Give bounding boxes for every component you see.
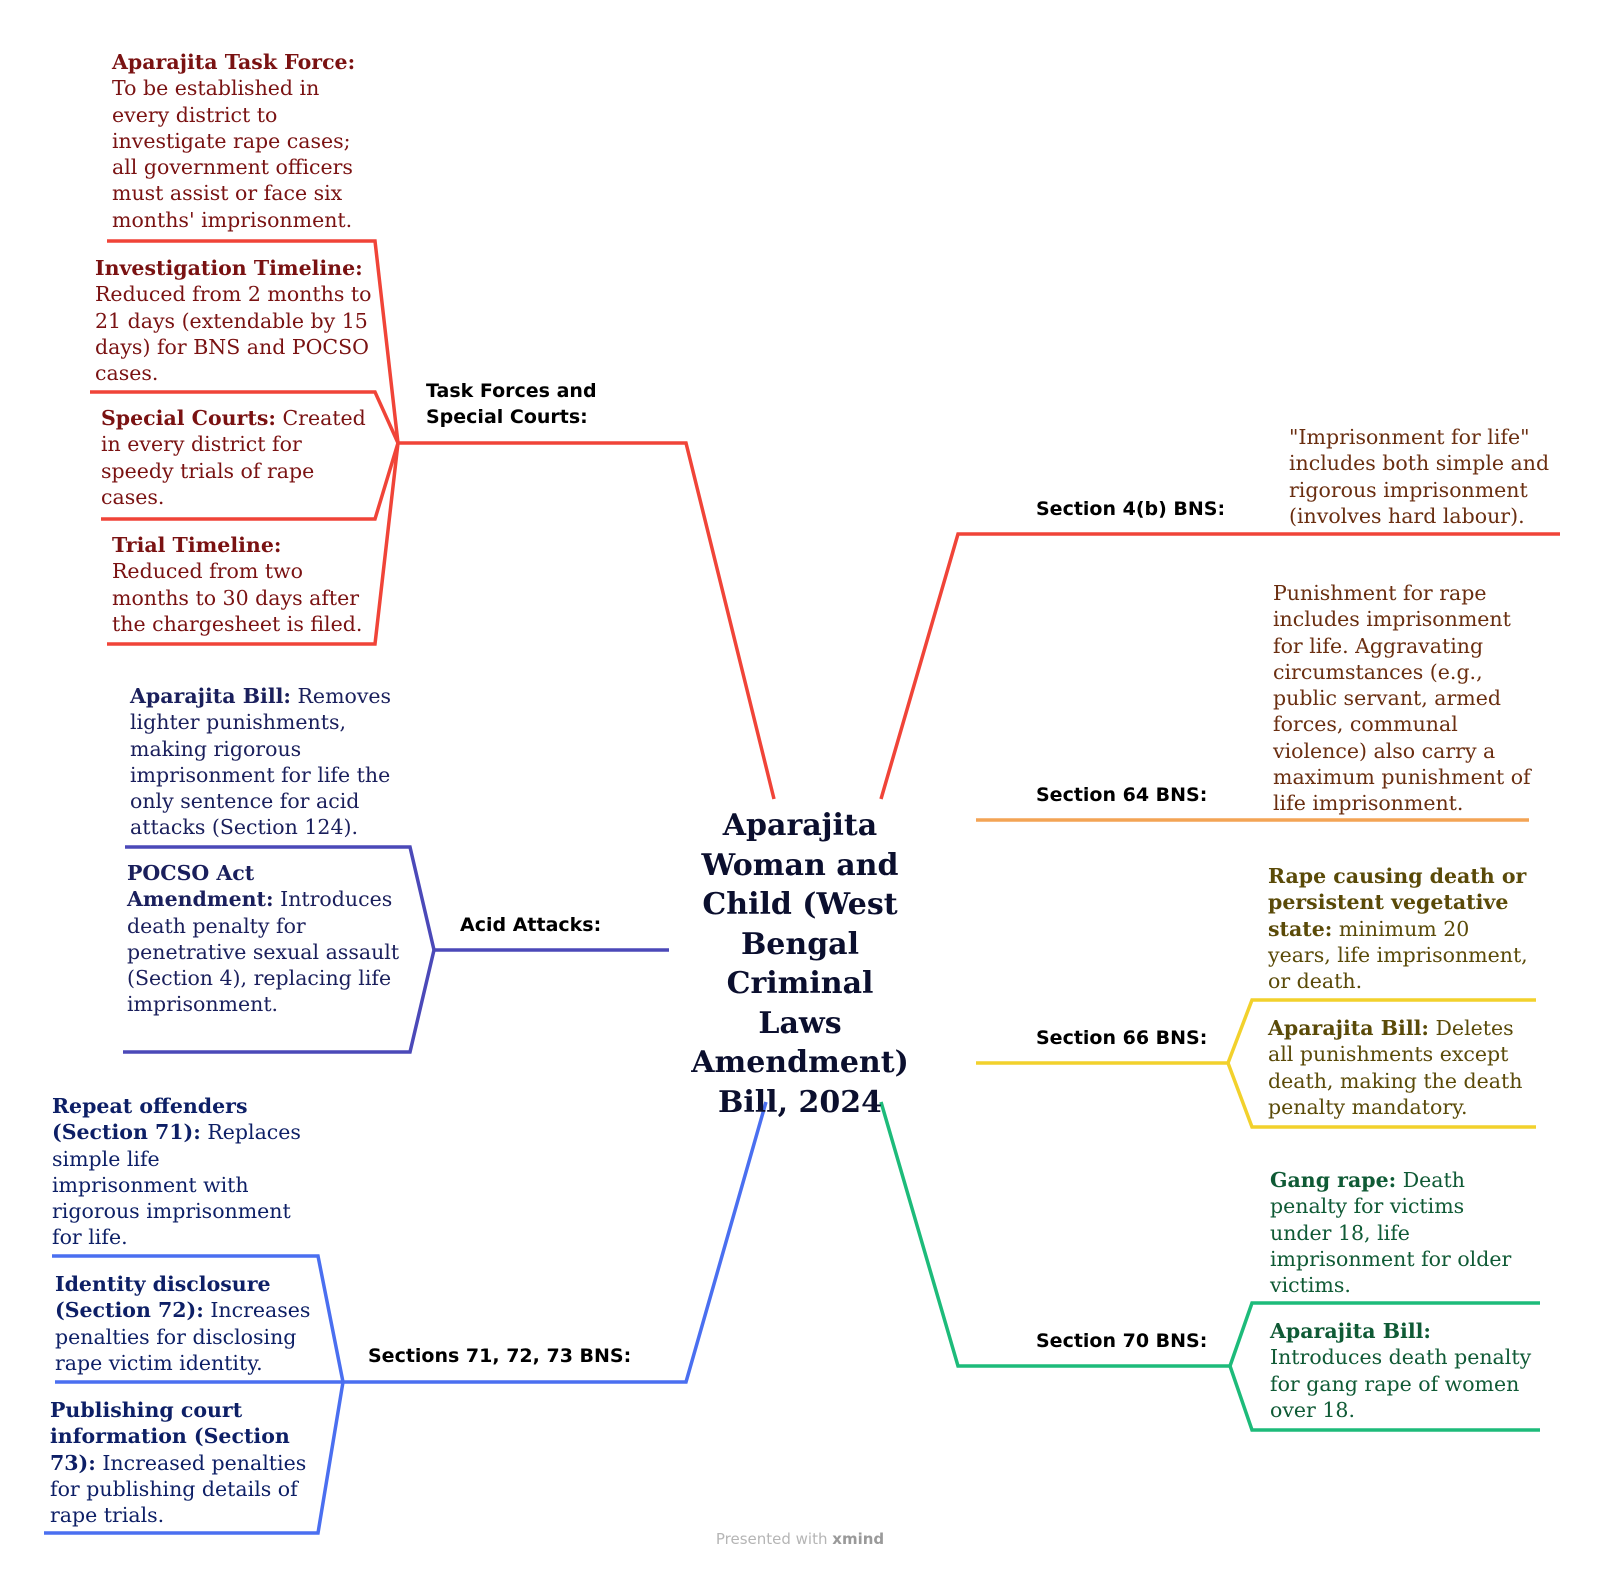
leaf-title: Rape causing death or persistent vegetat… bbox=[1268, 864, 1527, 941]
leaf-text: Introduces death penalty for gang rape o… bbox=[1270, 1345, 1532, 1422]
section-4b-connector bbox=[879, 532, 1560, 800]
leaf-text: Removes lighter punishments, making rigo… bbox=[130, 684, 392, 840]
acid-attacks-connectors bbox=[123, 845, 669, 1054]
leaf-title: Repeat offenders (Section 71): bbox=[52, 1094, 248, 1145]
leaf-text: Reduced from two months to 30 days after… bbox=[112, 559, 363, 636]
leaf-aparajita-bill-acid[interactable]: Aparajita Bill: Removes lighter punishme… bbox=[130, 683, 408, 841]
leaf-publishing-court-info[interactable]: Publishing court information (Section 73… bbox=[50, 1397, 312, 1528]
leaf-title: POCSO Act Amendment: bbox=[127, 861, 274, 912]
leaf-trial-timeline[interactable]: Trial Timeline: Reduced from two months … bbox=[112, 532, 374, 637]
section-66-connectors bbox=[976, 998, 1536, 1129]
leaf-title: Publishing court information (Section 73… bbox=[50, 1398, 290, 1475]
leaf-text: To be established in every district to i… bbox=[112, 76, 353, 232]
leaf-title: Special Courts: bbox=[101, 406, 276, 430]
leaf-text: "Imprisonment for life" includes both si… bbox=[1289, 425, 1550, 528]
leaf-special-courts[interactable]: Special Courts: Created in every distric… bbox=[101, 405, 369, 510]
subtopic-section-64[interactable]: Section 64 BNS: bbox=[1036, 784, 1208, 806]
leaf-text: Created in every district for speedy tri… bbox=[101, 406, 366, 509]
leaf-title: Aparajita Bill: bbox=[1270, 1319, 1431, 1343]
leaf-text: Replaces simple life imprisonment with r… bbox=[52, 1120, 301, 1250]
section-70-connectors bbox=[879, 1101, 1540, 1432]
footer-watermark: Presented with xmind bbox=[0, 1530, 1600, 1548]
central-topic[interactable]: Aparajita Woman and Child (West Bengal C… bbox=[691, 808, 909, 1120]
leaf-text: minimum 20 years, life imprisonment, or … bbox=[1268, 916, 1528, 994]
subtopic-acid-attacks[interactable]: Acid Attacks: bbox=[460, 914, 602, 936]
leaf-repeat-offenders[interactable]: Repeat offenders (Section 71): Replaces … bbox=[52, 1093, 308, 1251]
footer-prefix: Presented with bbox=[715, 1530, 828, 1548]
subtopic-task-forces[interactable]: Task Forces and Special Courts: bbox=[426, 380, 597, 428]
leaf-text: Punishment for rape includes imprisonmen… bbox=[1273, 581, 1531, 816]
leaf-investigation-timeline[interactable]: Investigation Timeline: Reduced from 2 m… bbox=[95, 255, 375, 386]
leaf-rape-causing-death[interactable]: Rape causing death or persistent vegetat… bbox=[1268, 863, 1536, 994]
footer-brand: xmind bbox=[832, 1530, 885, 1548]
leaf-title: Aparajita Bill: bbox=[130, 684, 291, 708]
sections-71-73-connectors bbox=[44, 1101, 768, 1535]
leaf-text: Increased penalties for publishing detai… bbox=[50, 1450, 307, 1528]
leaf-title: Aparajita Task Force: bbox=[112, 50, 356, 74]
leaf-pocso-amendment[interactable]: POCSO Act Amendment: Introduces death pe… bbox=[127, 860, 402, 1018]
leaf-title: Investigation Timeline: bbox=[95, 256, 363, 280]
leaf-gang-rape[interactable]: Gang rape: Death penalty for victims und… bbox=[1270, 1167, 1532, 1298]
leaf-aparajita-bill-70[interactable]: Aparajita Bill: Introduces death penalty… bbox=[1270, 1318, 1542, 1423]
leaf-section-4b[interactable]: "Imprisonment for life" includes both si… bbox=[1289, 424, 1559, 529]
leaf-text: Increases penalties for disclosing rape … bbox=[55, 1298, 311, 1375]
subtopic-section-70[interactable]: Section 70 BNS: bbox=[1036, 1330, 1208, 1352]
subtopic-section-4b[interactable]: Section 4(b) BNS: bbox=[1036, 498, 1226, 520]
leaf-section-64[interactable]: Punishment for rape includes imprisonmen… bbox=[1273, 580, 1535, 817]
leaf-title: Aparajita Bill: bbox=[1268, 1016, 1429, 1040]
subtopic-sections-71-73[interactable]: Sections 71, 72, 73 BNS: bbox=[368, 1345, 632, 1367]
subtopic-section-66[interactable]: Section 66 BNS: bbox=[1036, 1027, 1208, 1049]
leaf-aparajita-task-force[interactable]: Aparajita Task Force: To be established … bbox=[112, 49, 377, 233]
leaf-text: Reduced from 2 months to 21 days (extend… bbox=[95, 282, 372, 386]
task-forces-connectors bbox=[90, 239, 776, 800]
leaf-title: Gang rape: bbox=[1270, 1168, 1397, 1192]
leaf-aparajita-bill-66[interactable]: Aparajita Bill: Deletes all punishments … bbox=[1268, 1015, 1533, 1120]
leaf-title: Trial Timeline: bbox=[112, 533, 282, 557]
leaf-text: Deletes all punishments except death, ma… bbox=[1268, 1016, 1523, 1119]
leaf-text: Introduces death penalty for penetrative… bbox=[127, 887, 400, 1017]
leaf-title: Identity disclosure (Section 72): bbox=[55, 1272, 271, 1323]
leaf-identity-disclosure[interactable]: Identity disclosure (Section 72): Increa… bbox=[55, 1271, 315, 1376]
leaf-text: Death penalty for victims under 18, life… bbox=[1270, 1168, 1512, 1298]
